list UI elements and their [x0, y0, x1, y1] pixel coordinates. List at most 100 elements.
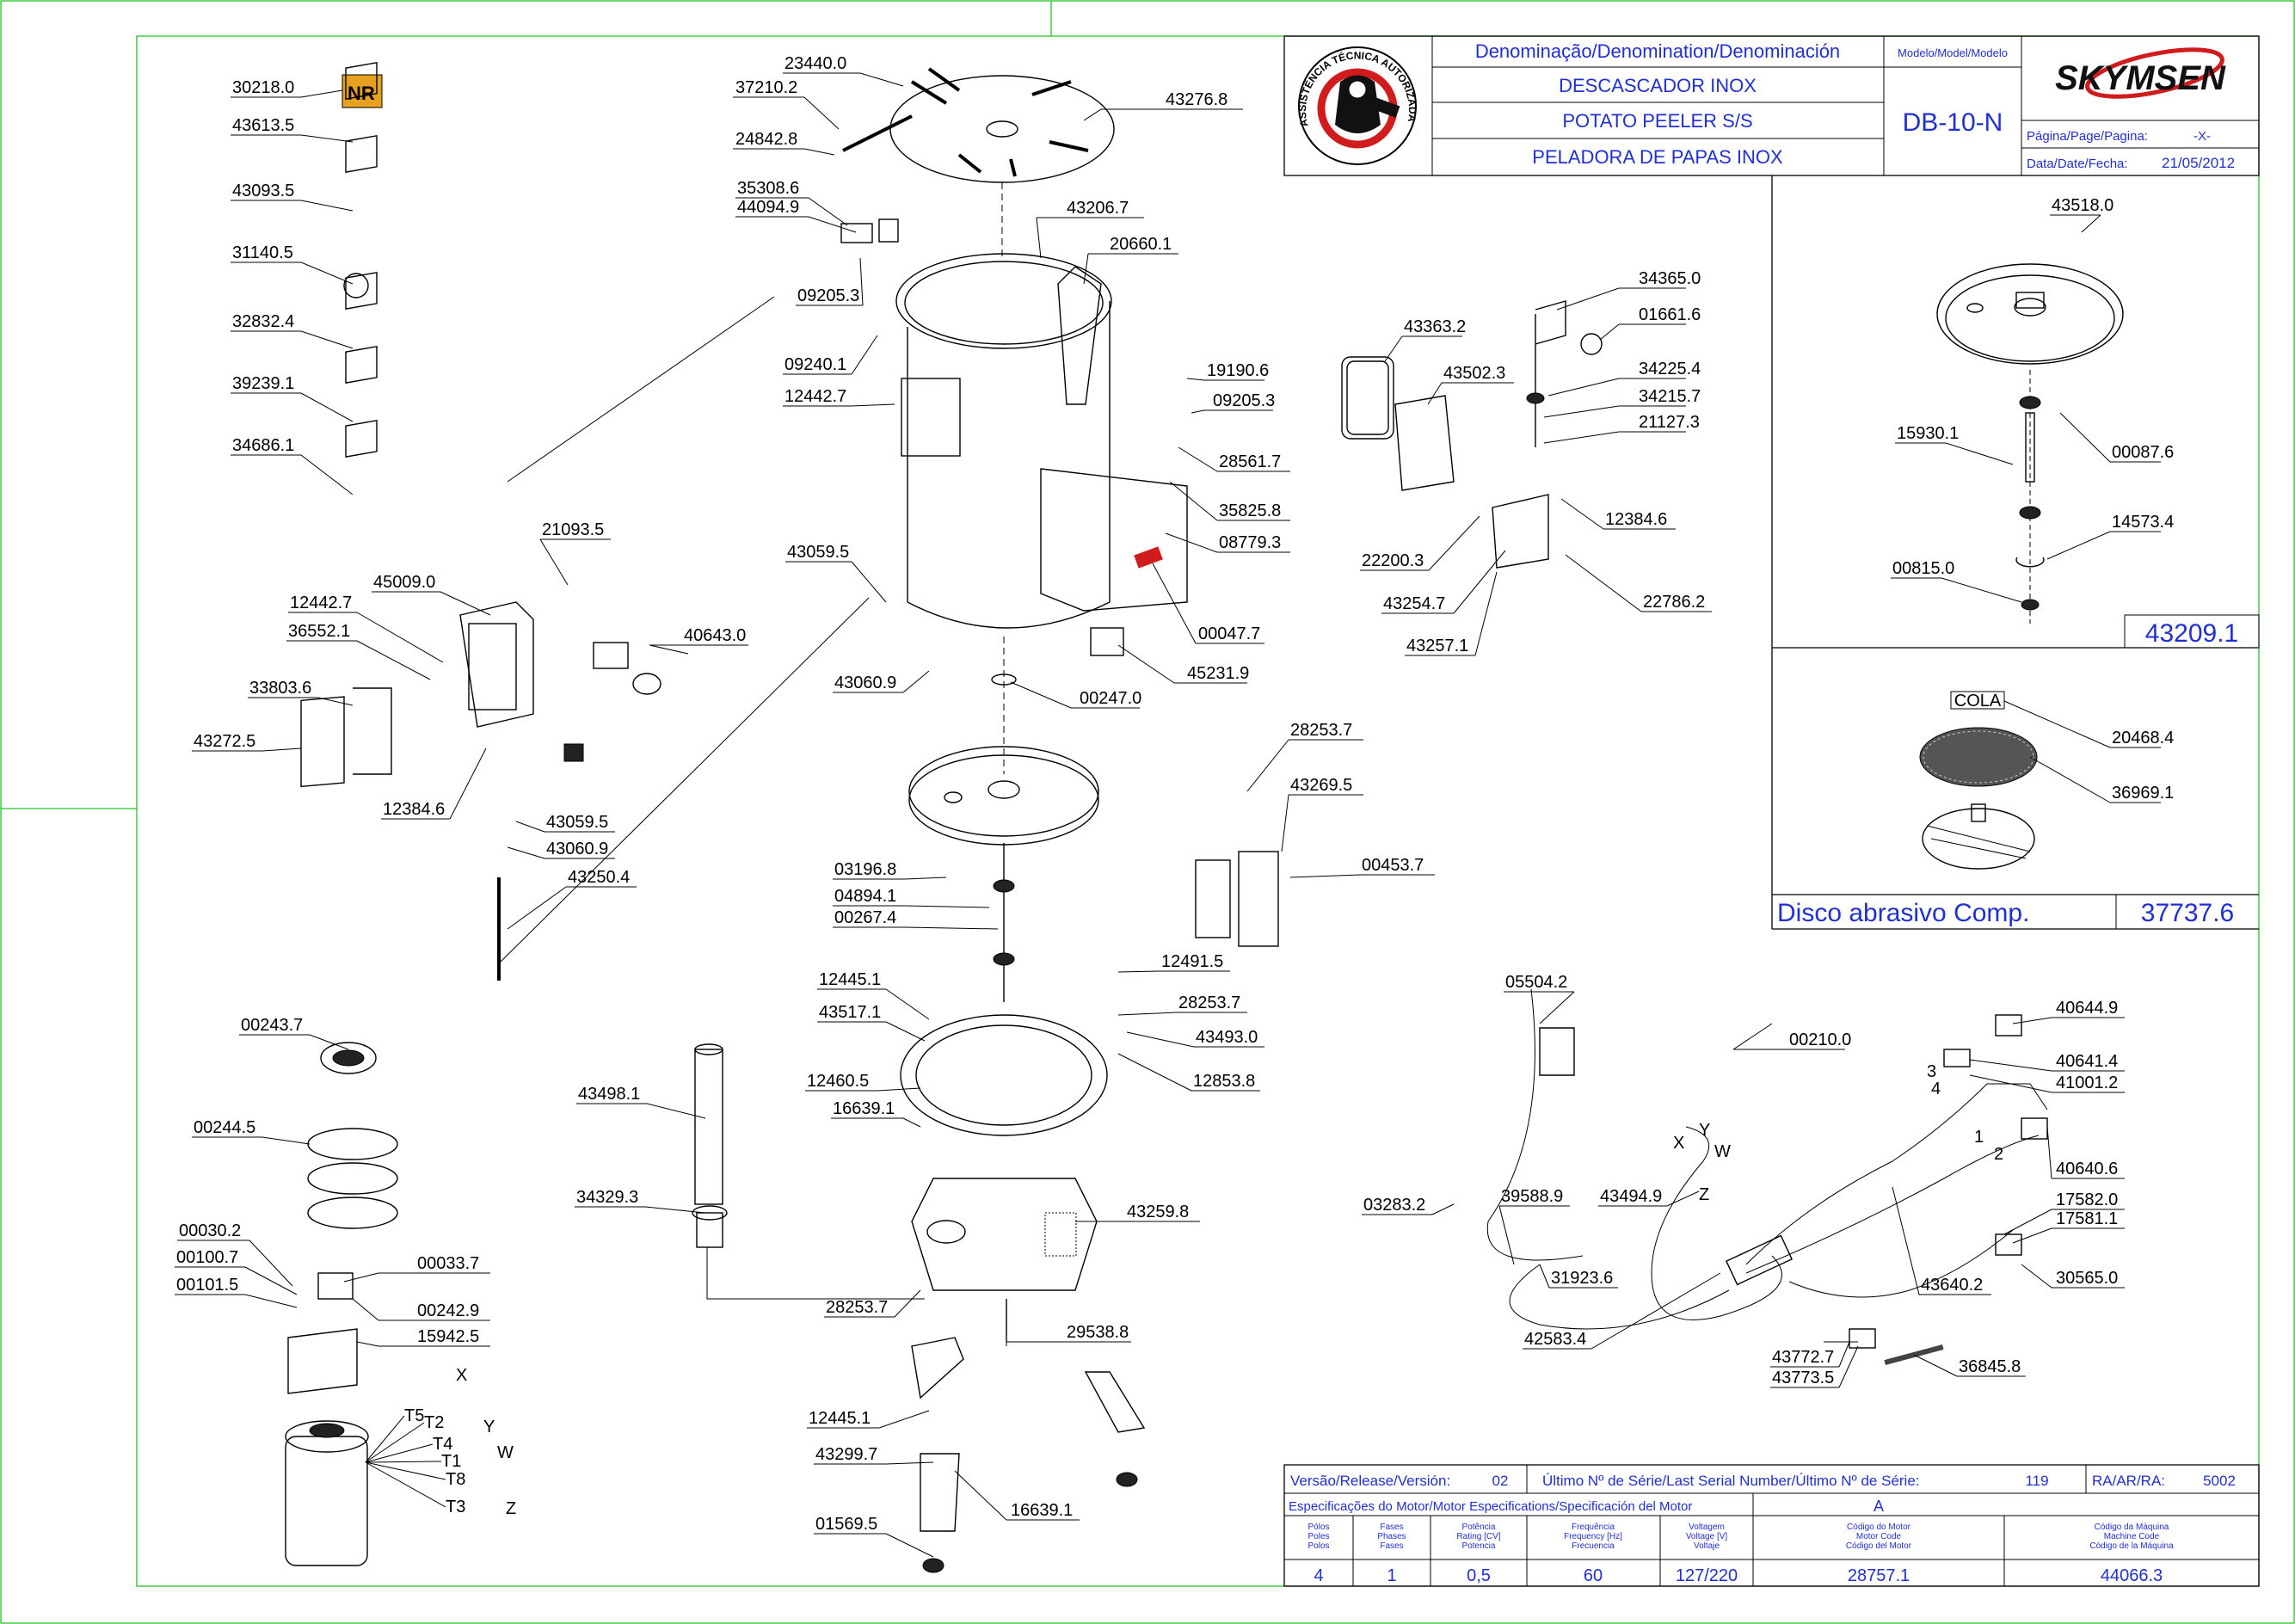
part-callout: 39588.9: [1498, 1187, 1570, 1265]
part-callout: 40641.4: [1969, 1052, 2125, 1072]
sensor-wire-label: Z: [1699, 1185, 1709, 1204]
part-number-label: 43250.4: [568, 868, 630, 887]
date-value: 21/05/2012: [2162, 155, 2235, 171]
part-number-label: 14573.4: [2112, 513, 2174, 532]
service-seal-logo: ASSISTÊNCIA TÉCNICA AUTORIZADA: [1296, 46, 1418, 165]
part-number-label: 19190.6: [1207, 361, 1269, 380]
footer-table: Versão/Release/Versión: 02 Último Nº de …: [1283, 1464, 2260, 1587]
part-callout: 09205.3: [1191, 391, 1275, 414]
part-callout: 23440.0: [783, 54, 904, 87]
part-callout: 40640.6: [2046, 1126, 2125, 1179]
part-number-label: 40641.4: [2056, 1052, 2118, 1071]
part-number-label: 20468.4: [2112, 729, 2174, 747]
footer-column-header: Fases: [1380, 1522, 1403, 1532]
part-callout: 05504.2: [1504, 973, 1575, 1024]
part-callout: 43773.5: [1770, 1345, 1859, 1388]
part-callout: 12460.5: [805, 1072, 921, 1092]
footer-column-header: Poles: [1307, 1532, 1329, 1541]
motor-phase-label: Y: [483, 1418, 495, 1436]
footer-column-header: Frecuencia: [1572, 1541, 1615, 1551]
part-number-label: 43254.7: [1383, 594, 1445, 613]
part-callout: 40643.0: [649, 626, 748, 655]
part-callout: 21127.3: [1543, 413, 1700, 444]
part-number-label: 43502.3: [1443, 364, 1505, 383]
part-callout: 00210.0: [1732, 1023, 1851, 1050]
part-number-label: 30565.0: [2056, 1269, 2118, 1288]
part-number-label: 31923.6: [1551, 1269, 1613, 1288]
name-es: PELADORA DE PAPAS INOX: [1532, 146, 1783, 168]
part-callout: 43206.7: [1036, 199, 1144, 259]
part-callout: 17582.0: [2003, 1190, 2125, 1235]
drawing-frame: [136, 35, 2260, 1587]
part-callout: 00033.7: [343, 1254, 490, 1283]
footer-column-header: Frequência: [1572, 1522, 1615, 1532]
part-callout: 09205.3: [796, 257, 864, 306]
part-number-label: 43060.9: [546, 840, 608, 858]
part-callout: 31140.5: [231, 243, 354, 285]
part-callout: 03283.2: [1362, 1196, 1455, 1215]
part-number-label: 33803.6: [249, 679, 311, 698]
footer-column-header: Voltaje: [1694, 1541, 1720, 1551]
footer-column-value: 1: [1387, 1566, 1396, 1585]
part-number-label: 34365.0: [1639, 269, 1701, 288]
footer-column-value: 28757.1: [1848, 1566, 1910, 1585]
motor-terminal-label: T5: [404, 1406, 424, 1425]
part-number-label: 43517.1: [819, 1003, 881, 1022]
part-number-label: 20660.1: [1110, 235, 1172, 254]
footer-column-header: Voltage [V]: [1686, 1532, 1728, 1541]
part-callout: 34365.0: [1556, 269, 1701, 311]
abrasive-disc-label: Disco abrasivo Comp.: [1777, 899, 2029, 927]
part-callout: 00101.5: [175, 1276, 298, 1308]
part-callout: 01661.6: [1599, 305, 1701, 341]
part-number-label: 39588.9: [1501, 1187, 1563, 1206]
part-callout: 08779.3: [1165, 532, 1290, 553]
part-callout: 17581.1: [2012, 1209, 2125, 1244]
motor-terminal-label: T4: [433, 1435, 452, 1454]
disc-assembly-inset: 43209.1: [1771, 175, 2260, 929]
part-callout: 28253.7: [1246, 721, 1363, 792]
part-callout: 33803.6: [248, 679, 354, 706]
part-number-label: 09240.1: [784, 355, 846, 374]
footer-column-header: Código da Máquina: [2095, 1522, 2169, 1532]
part-callout: 36845.8: [1913, 1354, 2026, 1377]
part-number-label: 34686.1: [232, 436, 294, 455]
name-pt: DESCASCADOR INOX: [1559, 75, 1757, 96]
part-callout: 00100.7: [175, 1248, 298, 1295]
part-callout: 21093.5: [539, 520, 611, 586]
part-callout: 34225.4: [1547, 360, 1701, 397]
part-callout: 22200.3: [1360, 515, 1480, 571]
part-number-label: 43518.0: [2052, 196, 2113, 215]
part-callout: 30218.0: [231, 78, 343, 98]
motor-terminal-label: T3: [446, 1498, 465, 1516]
part-number-label: 43060.9: [834, 674, 896, 692]
footer-column-value: 44066.3: [2101, 1566, 2163, 1585]
part-callout: 29538.8: [1006, 1323, 1131, 1346]
release-value: 02: [1492, 1473, 1509, 1489]
part-number-label: 17582.0: [2056, 1190, 2118, 1209]
part-number-label: 00247.0: [1080, 689, 1141, 708]
part-callout: 00267.4: [833, 908, 999, 930]
sensor-wire-label: W: [1714, 1142, 1731, 1161]
part-number-label: 00030.2: [179, 1221, 241, 1240]
part-number-label: 43272.5: [194, 732, 255, 751]
part-number-label: 35825.8: [1219, 501, 1281, 520]
part-number-label: 05504.2: [1505, 973, 1567, 992]
motor-phase-label: Z: [506, 1499, 516, 1518]
part-callout: 43059.5: [515, 813, 615, 833]
part-number-label: 28253.7: [1178, 993, 1240, 1012]
part-number-label: 09205.3: [797, 286, 859, 305]
part-number-label: 43494.9: [1600, 1187, 1662, 1206]
part-callout: 43517.1: [817, 1003, 926, 1042]
motor-spec-letter: A: [1874, 1498, 1884, 1515]
model-header: Modelo/Model/Modelo: [1898, 46, 2008, 59]
part-number-label: 00244.5: [194, 1118, 255, 1137]
part-callout: 00243.7: [239, 1016, 349, 1050]
svg-text:NR: NR: [348, 83, 375, 104]
part-number-label: 42583.4: [1524, 1330, 1586, 1349]
part-number-label: 00087.6: [2112, 443, 2174, 462]
part-number-label: 36552.1: [288, 622, 350, 641]
part-number-label: 00243.7: [241, 1016, 303, 1035]
part-number-label: 03283.2: [1363, 1196, 1425, 1215]
